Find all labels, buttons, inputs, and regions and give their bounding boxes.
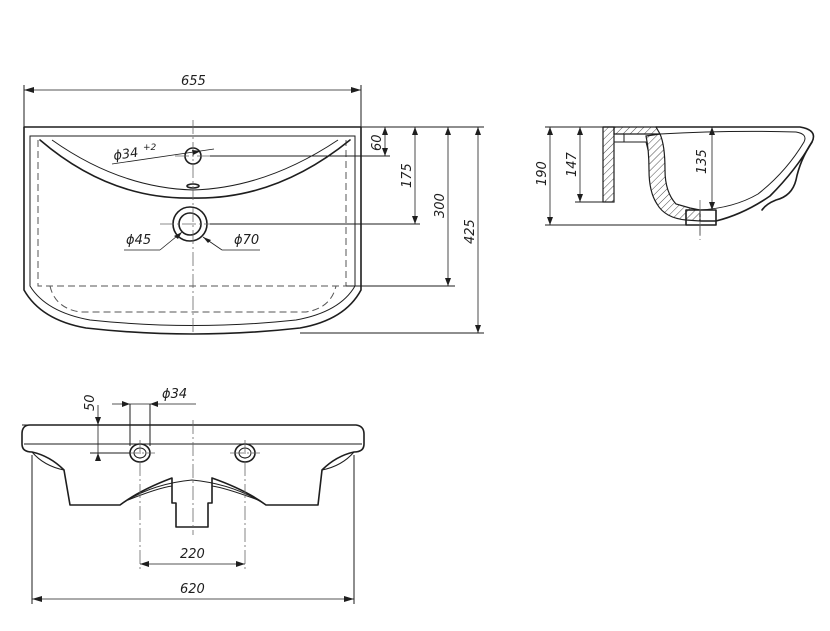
- dim-side-bowl-depth: 135: [695, 149, 710, 174]
- dim-side-inner-height: 147: [565, 151, 580, 177]
- front-view-bowl-inner: [127, 485, 259, 501]
- side-view-front-edge: [761, 141, 813, 211]
- side-view-drain: [685, 209, 717, 226]
- dim-top-width: 655: [181, 74, 206, 89]
- top-view-bowl-hidden-inner: [49, 285, 337, 313]
- dim-hole-offset: 60: [370, 134, 385, 151]
- top-view-outline: [23, 126, 362, 335]
- front-view-side-r: [321, 451, 355, 471]
- dim-front-width: 620: [180, 582, 205, 597]
- dim-front-hole-diameter: ϕ34: [162, 387, 187, 402]
- dim-front-hole-offset: 50: [83, 394, 98, 411]
- dim-drain-offset: 175: [400, 163, 415, 188]
- dim-side-height: 190: [535, 161, 550, 186]
- side-view-inner-lip: [659, 130, 806, 211]
- side-view-back-wall: [602, 126, 615, 203]
- dim-hole-spacing: 220: [180, 547, 205, 562]
- front-view-side-l: [31, 451, 65, 471]
- dim-hole-tolerance: +2: [143, 143, 157, 153]
- top-view-bowl-hidden: [37, 140, 347, 287]
- front-view-bowl: [119, 479, 267, 506]
- front-view-outline: [21, 424, 365, 528]
- top-view: 655 ϕ34 +2 ϕ45 ϕ70 60 175: [23, 74, 484, 335]
- side-view: 190 147 135: [535, 126, 815, 240]
- side-view-top-rim: [603, 126, 662, 135]
- top-view-rim: [29, 135, 356, 326]
- dim-drain-outer: ϕ70: [234, 233, 259, 248]
- dim-bowl-depth: 300: [433, 193, 448, 218]
- dim-hole-diameter: ϕ34: [112, 146, 139, 164]
- dim-total-depth: 425: [463, 219, 478, 244]
- front-view: 50 ϕ34 220 620: [21, 387, 365, 604]
- side-view-outer-lip: [655, 126, 815, 222]
- dim-drain-inner: ϕ45: [126, 233, 151, 248]
- side-view-bowl-section: [645, 133, 701, 222]
